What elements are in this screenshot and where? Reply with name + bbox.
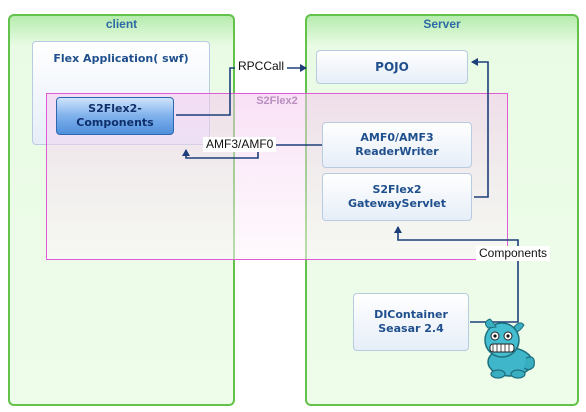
- rpc-call-arrow: [176, 64, 307, 116]
- pojo-label: POJO: [375, 60, 409, 74]
- pojo-box: POJO: [316, 50, 468, 84]
- server-title: Server: [423, 17, 461, 31]
- flex-application-label: Flex Application( swf): [53, 52, 189, 65]
- seasar-shisa-icon: [484, 318, 535, 379]
- s2flex2-title: S2Flex2: [256, 95, 298, 107]
- s2flex2-components-box: S2Flex2- Components: [56, 97, 174, 135]
- amf-reader-writer-label: AMF0/AMF3 ReaderWriter: [355, 131, 439, 158]
- s2flex2-components-label: S2Flex2- Components: [76, 102, 154, 129]
- dicontainer-label: DIContainer Seasar 2.4: [374, 308, 448, 335]
- gateway-servlet-box: S2Flex2 GatewayServlet: [322, 173, 472, 221]
- dicontainer-box: DIContainer Seasar 2.4: [353, 293, 469, 351]
- gateway-to-pojo-arrow: [471, 58, 489, 198]
- components-arrow: [394, 226, 519, 323]
- amf-arrow: [182, 144, 322, 159]
- client-title: client: [105, 17, 138, 31]
- amf-label: AMF3/AMF0: [203, 137, 277, 152]
- components-label: Components: [476, 246, 551, 261]
- rpc-call-label: RPCCall: [235, 59, 288, 74]
- amf-reader-writer-box: AMF0/AMF3 ReaderWriter: [322, 122, 472, 168]
- gateway-servlet-label: S2Flex2 GatewayServlet: [347, 183, 447, 210]
